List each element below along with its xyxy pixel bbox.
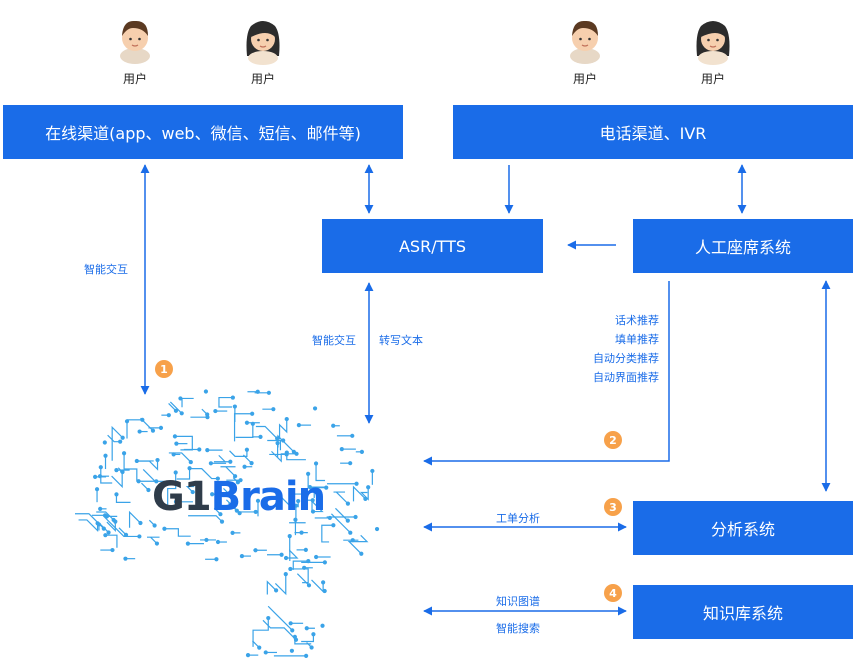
- user-label-3: 用户: [572, 72, 597, 86]
- user-label-1: 用户: [122, 72, 147, 86]
- edge-label-agent-2: 填单推荐: [615, 333, 659, 346]
- agent-system-box: 人工座席系统: [633, 219, 853, 273]
- phone-channel-box: 电话渠道、IVR: [453, 105, 853, 159]
- badge-3: 3: [604, 498, 622, 516]
- analysis-system-box: 分析系统: [633, 501, 853, 555]
- edge-label-knowledge-top: 知识图谱: [496, 595, 540, 608]
- knowledge-system-box: 知识库系统: [633, 585, 853, 639]
- user-label-4: 用户: [700, 72, 725, 86]
- badge-2: 2: [604, 431, 622, 449]
- g1brain-logo: G1Brain: [152, 474, 326, 520]
- logo-g1: G1: [152, 474, 212, 520]
- arrow-agent-brain: [423, 281, 670, 466]
- logo-brain: Brain: [210, 474, 326, 520]
- badge-1: 1: [155, 360, 173, 378]
- badge-4: 4: [604, 584, 622, 602]
- user-label-2: 用户: [250, 72, 275, 86]
- edge-label-agent-1: 话术推荐: [615, 314, 659, 327]
- edge-label-agent-3: 自动分类推荐: [593, 352, 659, 365]
- edge-label-asr-brain-right: 转写文本: [379, 334, 423, 347]
- edge-label-asr-brain-left: 智能交互: [312, 334, 356, 347]
- asr-tts-box: ASR/TTS: [322, 219, 543, 273]
- edge-label-online-brain: 智能交互: [84, 263, 128, 276]
- edge-label-knowledge-bottom: 智能搜索: [496, 622, 540, 635]
- edge-label-brain-analysis: 工单分析: [496, 512, 540, 525]
- online-channel-box: 在线渠道(app、web、微信、短信、邮件等): [3, 105, 403, 159]
- edge-label-agent-4: 自动界面推荐: [593, 371, 659, 384]
